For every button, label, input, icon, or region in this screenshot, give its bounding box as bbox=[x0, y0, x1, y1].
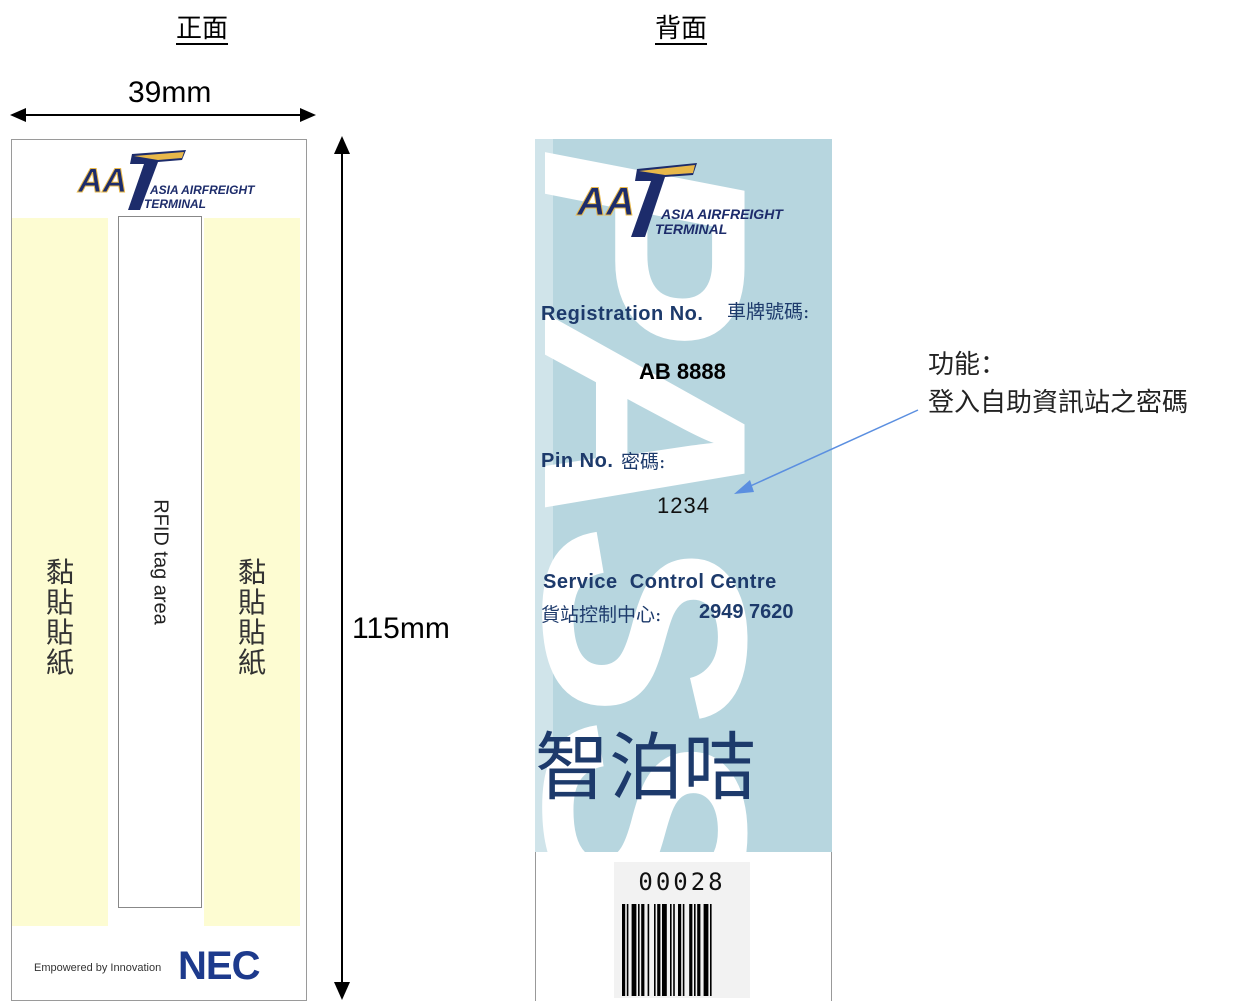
width-dimension-arrow bbox=[10, 108, 316, 122]
svg-text:AA: AA bbox=[576, 180, 635, 224]
barcode-bar bbox=[626, 904, 629, 996]
height-label: 115mm bbox=[352, 612, 450, 645]
watermark-glyphs: PASS bbox=[535, 147, 807, 852]
barcode-bar bbox=[641, 904, 645, 996]
front-logo: AA ASIA AIRFREIGHT TERMINAL bbox=[74, 146, 274, 212]
aat-logo-mark-icon: AA bbox=[576, 163, 697, 237]
callout-title: 功能： bbox=[928, 350, 1007, 380]
barcode-bar bbox=[622, 904, 626, 996]
barcode-bar bbox=[678, 904, 682, 996]
brand-name: 智泊咭 bbox=[535, 725, 757, 811]
barcode-bar bbox=[682, 904, 685, 996]
back-logo-line1: ASIA AIRFREIGHT bbox=[661, 206, 783, 222]
registration-label-cn: 車牌號碼: bbox=[727, 301, 810, 323]
aat-logo-mark-icon: AA bbox=[77, 150, 186, 210]
sticker-strip-right: 黏貼貼紙 bbox=[204, 218, 300, 926]
back-logo: AA ASIA AIRFREIGHT TERMINAL bbox=[575, 159, 815, 239]
back-logo-line2: TERMINAL bbox=[655, 221, 728, 237]
sticker-text-left: 黏貼貼紙 bbox=[45, 556, 74, 679]
callout-text: 登入自助資訊站之密碼 bbox=[928, 388, 1189, 418]
sticker-text-right: 黏貼貼紙 bbox=[237, 556, 266, 679]
front-logo-line1: ASIA AIRFREIGHT bbox=[150, 183, 255, 197]
pin-label: Pin No. bbox=[541, 450, 614, 472]
barcode-bar bbox=[673, 904, 675, 996]
barcode-bar bbox=[697, 904, 701, 996]
serial-number: 00028 bbox=[638, 868, 726, 896]
barcode-label: 00028 bbox=[614, 862, 750, 998]
callout-arrow bbox=[734, 409, 919, 494]
rfid-tag-area: RFID tag area bbox=[118, 216, 202, 908]
pin-value: 1234 bbox=[657, 493, 710, 518]
barcode-bar bbox=[654, 904, 656, 996]
service-title: Service Control Centre bbox=[543, 571, 777, 593]
barcode-bar bbox=[710, 904, 712, 996]
back-heading: 背面 bbox=[655, 14, 708, 44]
sticker-strip-left: 黏貼貼紙 bbox=[12, 218, 108, 926]
registration-value: AB 8888 bbox=[639, 359, 726, 384]
registration-label: Registration No. bbox=[541, 303, 704, 325]
barcode-bar bbox=[670, 904, 672, 996]
pass-watermark-icon: PASS bbox=[535, 139, 807, 852]
service-cn: 貨站控制中心: bbox=[541, 604, 662, 626]
nec-tagline: Empowered by Innovation bbox=[34, 962, 162, 974]
nec-logo: NEC bbox=[178, 944, 260, 988]
back-card: PASS AA ASIA AIRFREIGHT TERMINAL Registr… bbox=[535, 139, 832, 1001]
service-phone: 2949 7620 bbox=[699, 601, 794, 623]
barcode-bar bbox=[647, 904, 650, 996]
pin-label-cn: 密碼: bbox=[621, 451, 666, 473]
height-dimension-arrow bbox=[334, 136, 350, 1000]
svg-text:AA: AA bbox=[77, 162, 127, 200]
barcode-bar bbox=[638, 904, 640, 996]
back-card-blue-area: PASS AA ASIA AIRFREIGHT TERMINAL Registr… bbox=[535, 139, 832, 852]
barcode-bar bbox=[694, 904, 696, 996]
width-label: 39mm bbox=[128, 76, 212, 109]
front-heading: 正面 bbox=[176, 14, 229, 44]
back-card-barcode-area: 00028 bbox=[535, 852, 832, 1001]
watermark-text: PASS bbox=[535, 147, 807, 852]
barcode-bar bbox=[689, 904, 693, 996]
barcode-icon bbox=[622, 904, 712, 996]
barcode-bar bbox=[703, 904, 709, 996]
front-card: AA ASIA AIRFREIGHT TERMINAL 黏貼貼紙 黏貼貼紙 RF… bbox=[11, 139, 307, 1001]
barcode-bar bbox=[662, 904, 667, 996]
rfid-label: RFID tag area bbox=[149, 499, 172, 625]
barcode-bar bbox=[631, 904, 637, 996]
barcode-bar bbox=[657, 904, 661, 996]
front-logo-line2: TERMINAL bbox=[144, 197, 206, 211]
